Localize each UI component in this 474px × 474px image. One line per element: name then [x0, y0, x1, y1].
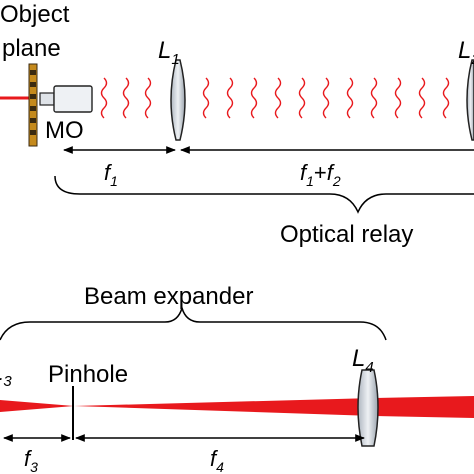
- wavefront-12: [394, 77, 402, 119]
- wavefront-10: [346, 77, 354, 119]
- pinhole-label: Pinhole: [48, 361, 128, 388]
- lens-l2-label: L2: [458, 37, 474, 68]
- wavefront-6: [250, 77, 258, 119]
- dimension-f1-label: f1: [104, 160, 118, 189]
- lens-l1-label: L1: [158, 37, 180, 68]
- beam-expander-brace: [0, 305, 387, 341]
- optical-relay-label: Optical relay: [280, 221, 413, 248]
- lens-l4: [357, 369, 379, 447]
- wavefront-14: [442, 77, 450, 119]
- lens-l3-label: L3: [0, 359, 12, 390]
- wavefront-11: [370, 77, 378, 119]
- object-plane-sample: [28, 63, 38, 147]
- wavefront-9: [322, 77, 330, 119]
- optical-relay-brace: [54, 175, 474, 214]
- plane-waves: [100, 77, 450, 119]
- expanding-beam: [0, 396, 474, 418]
- dimension-f1-f2-label: f1+f2: [300, 160, 341, 189]
- wavefront-8: [298, 77, 306, 119]
- wavefront-2: [122, 77, 130, 119]
- wavefront-13: [418, 77, 426, 119]
- object-plane-label: Object: [0, 1, 70, 28]
- wavefront-1: [100, 77, 108, 119]
- wavefront-4: [202, 77, 210, 119]
- lens-l4-label: L4: [352, 345, 374, 376]
- beam-expander-label: Beam expander: [84, 283, 253, 310]
- dimension-f4-label: f4: [210, 446, 224, 474]
- dimension-f3-label: f3: [24, 446, 38, 474]
- wavefront-7: [274, 77, 282, 119]
- object-plane-label-2: plane: [2, 35, 61, 62]
- lens-l1: [170, 59, 186, 141]
- wavefront-3: [144, 77, 152, 119]
- microscope-objective: [39, 85, 93, 113]
- wavefront-5: [226, 77, 234, 119]
- lens-l2: [466, 59, 474, 141]
- mo-label: MO: [45, 117, 84, 144]
